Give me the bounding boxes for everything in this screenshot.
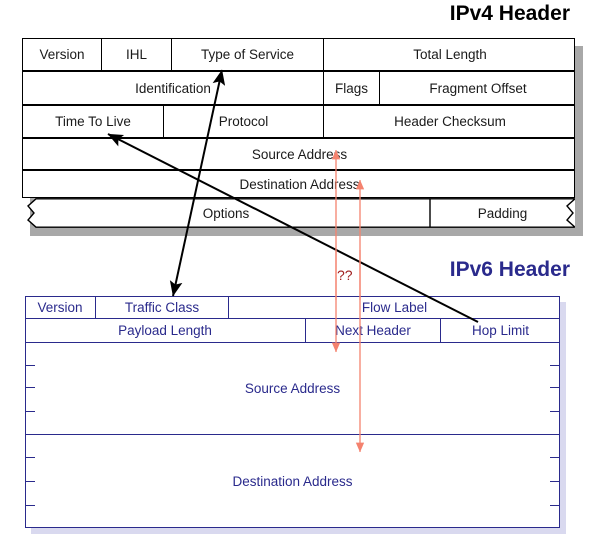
ipv6-source-tick-left-1 bbox=[25, 365, 35, 366]
ipv6-field-traffic-class: Traffic Class bbox=[95, 296, 228, 318]
ipv6-row-2: Payload Length Next Header Hop Limit bbox=[25, 319, 560, 343]
ipv4-field-version: Version bbox=[39, 47, 85, 62]
ipv4-field-identification: Identification bbox=[135, 80, 211, 96]
ipv6-destination-tick-left-3 bbox=[25, 505, 35, 506]
ipv4-field-flags: Flags bbox=[323, 72, 379, 104]
ipv4-field-destination-address: Destination Address bbox=[239, 176, 360, 192]
ipv4-row-3: Time To Live Protocol Header Checksum bbox=[22, 105, 575, 138]
ipv4-field-source-address: Source Address bbox=[251, 146, 348, 162]
ipv6-field-payload-length: Payload Length bbox=[118, 323, 212, 338]
ipv4-field-fragment-offset: Fragment Offset bbox=[379, 72, 576, 104]
ipv4-field-header-checksum: Header Checksum bbox=[323, 106, 576, 137]
ipv4-field-protocol: Protocol bbox=[163, 106, 323, 137]
ipv4-row-2: Identification Flags Fragment Offset bbox=[22, 71, 575, 105]
ipv6-field-source-address-block: Source Address bbox=[25, 343, 560, 435]
ipv4-field-total-length: Total Length bbox=[323, 39, 576, 70]
ipv6-table-frame bbox=[25, 296, 560, 528]
ipv4-header-table: Version IHL Type of Service Total Length… bbox=[22, 38, 575, 228]
ipv4-row-1: Version IHL Type of Service Total Length bbox=[22, 38, 575, 71]
ipv4-field-type-of-service: Type of Service bbox=[171, 39, 323, 70]
ipv6-header-table: Version Traffic Class Flow Label Payload… bbox=[25, 296, 560, 528]
ipv6-destination-tick-right-1 bbox=[550, 457, 560, 458]
ipv6-destination-tick-right-3 bbox=[550, 505, 560, 506]
ipv4-row-6: Options Padding bbox=[22, 198, 575, 228]
ipv6-field-version: Version bbox=[37, 299, 83, 315]
ipv4-field-time-to-live: Time To Live bbox=[55, 114, 131, 129]
ipv6-row-1: Version Traffic Class Flow Label bbox=[25, 296, 560, 319]
ipv6-source-tick-left-3 bbox=[25, 411, 35, 412]
ipv6-field-destination-address-block: Destination Address bbox=[25, 435, 560, 528]
ipv4-row-4: Source Address bbox=[22, 138, 575, 170]
ipv6-source-tick-left-2 bbox=[25, 387, 35, 388]
ipv4-field-options: Options bbox=[202, 205, 250, 221]
ipv6-source-tick-right-1 bbox=[550, 365, 560, 366]
ipv6-field-next-header: Next Header bbox=[305, 319, 440, 342]
ipv4-row-5: Destination Address bbox=[22, 170, 575, 198]
ipv4-header-title: IPv4 Header bbox=[449, 2, 570, 25]
ipv4-field-ihl: IHL bbox=[101, 39, 171, 70]
ipv6-destination-tick-left-1 bbox=[25, 457, 35, 458]
unknown-mapping-label: ?? bbox=[337, 267, 353, 283]
ipv6-field-flow-label: Flow Label bbox=[228, 296, 560, 318]
ipv4-field-padding: Padding bbox=[477, 205, 528, 221]
ipv6-field-destination-address-label: Destination Address bbox=[232, 474, 353, 489]
ipv6-field-hop-limit: Hop Limit bbox=[440, 319, 560, 342]
ipv6-source-tick-right-2 bbox=[550, 387, 560, 388]
ipv6-header-title: IPv6 Header bbox=[449, 258, 570, 281]
ipv6-field-source-address-label: Source Address bbox=[244, 381, 341, 396]
ipv6-destination-tick-left-2 bbox=[25, 481, 35, 482]
ipv6-destination-tick-right-2 bbox=[550, 481, 560, 482]
ipv6-source-tick-right-3 bbox=[550, 411, 560, 412]
